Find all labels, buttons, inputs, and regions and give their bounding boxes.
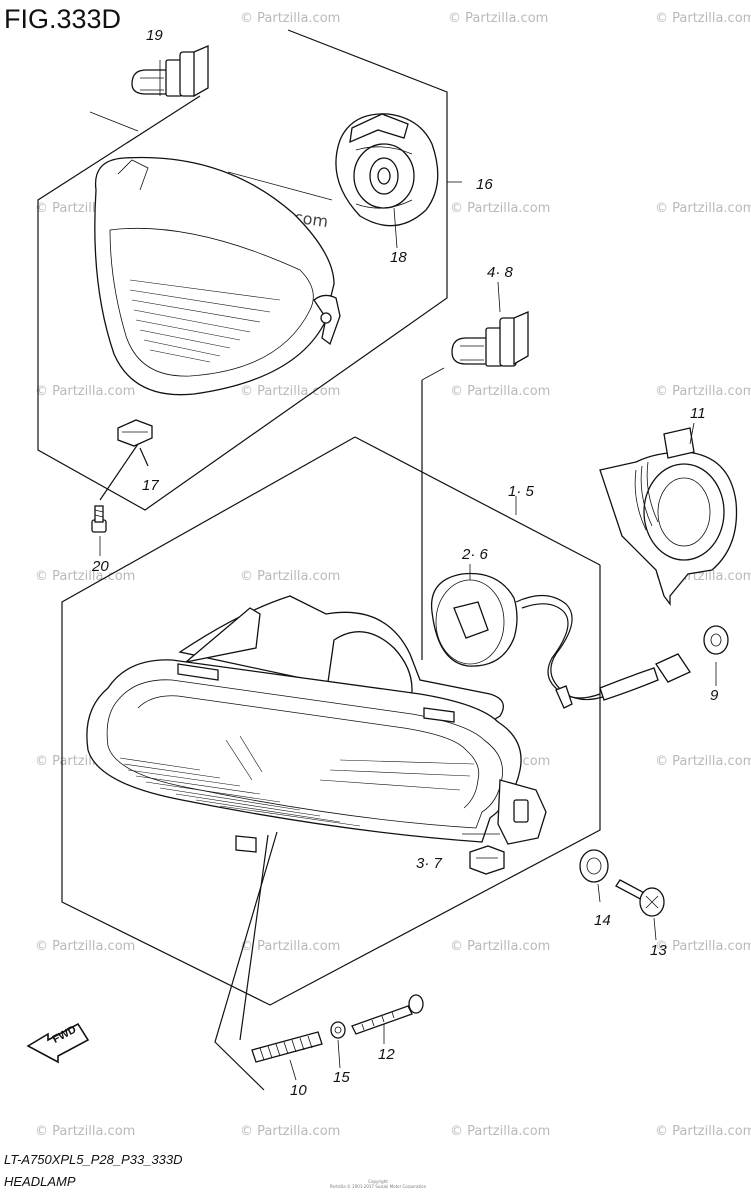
callout-4-8[interactable]: 4· 8 xyxy=(487,264,514,281)
watermark: © Partzilla.com xyxy=(35,1124,135,1139)
headlamp-cover-16[interactable] xyxy=(335,113,439,227)
watermark: © Partzilla.com xyxy=(240,384,340,399)
callout-13[interactable]: 13 xyxy=(650,942,667,959)
grommet-9[interactable] xyxy=(703,625,729,686)
spring-10[interactable] xyxy=(251,1031,323,1063)
bulb-4-8[interactable] xyxy=(451,311,529,367)
callout-20[interactable]: 20 xyxy=(91,558,109,575)
watermark: © Partzilla.com xyxy=(450,384,550,399)
watermark: © Partzilla.com xyxy=(655,939,751,954)
footer-copyright: Copyright xyxy=(368,1179,388,1184)
screw-20[interactable] xyxy=(91,443,139,533)
figure-title: FIG.333D xyxy=(4,4,121,34)
watermark: © Partzilla.com xyxy=(655,754,751,769)
model-code: LT-A750XPL5_P28_P33_333D xyxy=(4,1152,183,1167)
bulb-19[interactable] xyxy=(131,45,209,98)
lower-assembly-frame xyxy=(61,367,601,1006)
callout-15[interactable]: 15 xyxy=(333,1069,350,1086)
upper-assembly-frame xyxy=(37,29,462,511)
callout-10[interactable]: 10 xyxy=(290,1082,307,1099)
bracket-3-7[interactable] xyxy=(462,833,505,875)
screw-12[interactable] xyxy=(351,994,424,1035)
watermark: © Partzilla.com xyxy=(450,201,550,216)
watermark: © Partzilla.com xyxy=(35,939,135,954)
watermark: © Partzilla.com xyxy=(240,1124,340,1139)
callout-1-5[interactable]: 1· 5 xyxy=(508,483,535,500)
watermark: © Partzilla.com xyxy=(240,11,340,26)
watermark: © Partzilla.com xyxy=(450,939,550,954)
watermark: © Partzilla.com xyxy=(655,11,751,26)
watermark: © Partzilla.com xyxy=(240,939,340,954)
section-name: HEADLAMP xyxy=(4,1174,76,1189)
callout-11[interactable]: 11 xyxy=(690,405,706,422)
watermark: © Partzilla.com xyxy=(655,1124,751,1139)
callout-12[interactable]: 12 xyxy=(378,1046,395,1063)
callout-19[interactable]: 19 xyxy=(146,27,163,44)
headlamp-main-body[interactable] xyxy=(86,595,547,853)
socket-2-6[interactable] xyxy=(430,572,691,709)
bolt-13[interactable] xyxy=(615,879,665,917)
callout-9[interactable]: 9 xyxy=(710,687,719,704)
footer-fine-print: Partzilla © 2001-2017 Suzuki Motor Corpo… xyxy=(330,1184,427,1189)
watermark: © Partzilla.com xyxy=(655,201,751,216)
watermark: © Partzilla.com xyxy=(35,384,135,399)
washer-15[interactable] xyxy=(330,1021,346,1039)
watermark: © Partzilla.com xyxy=(655,384,751,399)
lens-hatching-lower xyxy=(119,735,475,827)
cushion-14[interactable] xyxy=(579,849,609,903)
adjuster-leaders xyxy=(214,831,278,1091)
lens-hatching-upper xyxy=(129,279,281,363)
headlamp-cover-11[interactable] xyxy=(599,427,738,606)
callout-3-7[interactable]: 3· 7 xyxy=(416,855,443,872)
callout-2-6[interactable]: 2· 6 xyxy=(461,546,489,563)
watermark: © Partzilla.com xyxy=(450,1124,550,1139)
callout-18[interactable]: 18 xyxy=(390,249,407,266)
callout-16[interactable]: 16 xyxy=(476,176,493,193)
headlamp-housing-upper[interactable] xyxy=(94,156,341,396)
callout-14[interactable]: 14 xyxy=(594,912,611,929)
fwd-arrow-icon: FWD xyxy=(26,1022,90,1064)
watermark: © Partzilla.com xyxy=(35,569,135,584)
watermark: © Partzilla.com xyxy=(448,11,548,26)
clip-17[interactable] xyxy=(117,419,153,467)
watermark: © Partzilla.com xyxy=(240,569,340,584)
callout-17[interactable]: 17 xyxy=(142,477,159,494)
callout-layer: 19 16 18 4· 8 17 20 11 1· 5 2· 6 9 3· 7 … xyxy=(91,27,719,1099)
